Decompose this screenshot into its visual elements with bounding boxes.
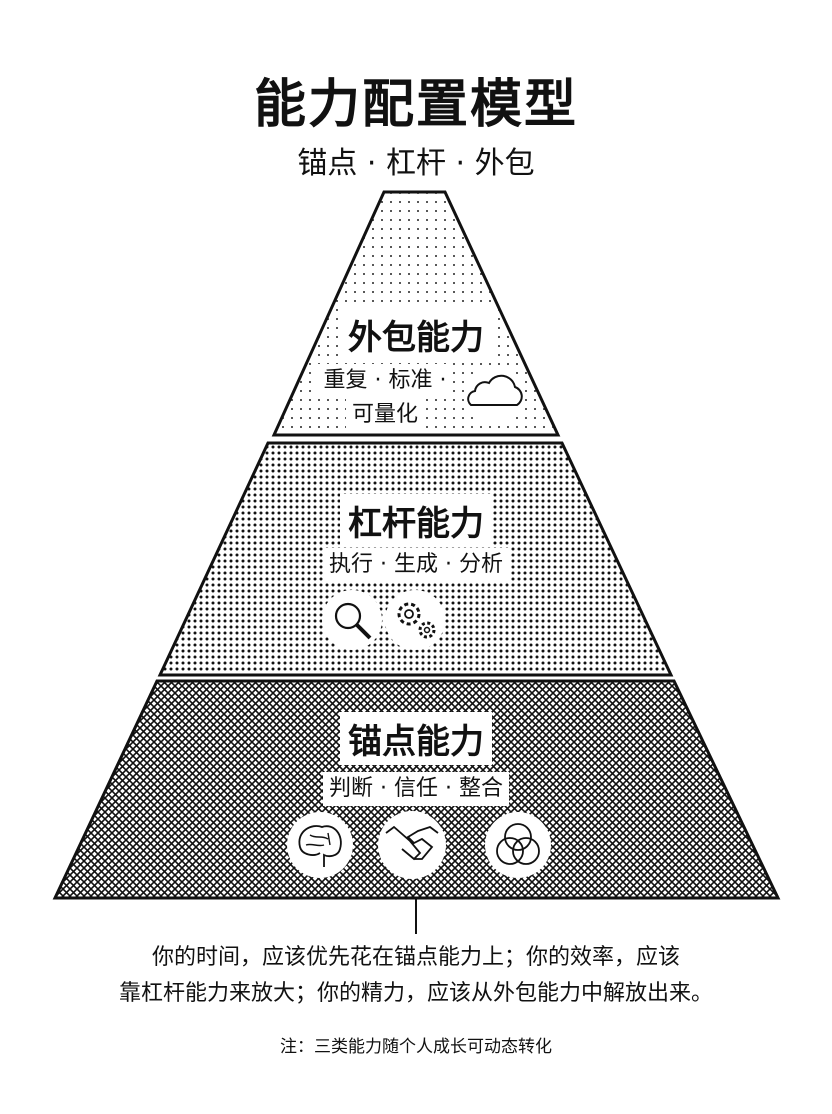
tier-leverage-title: 杠杆能力	[340, 494, 492, 547]
tier-anchor-title: 锚点能力	[340, 712, 492, 765]
footer-line-1: 你的时间，应该优先花在锚点能力上；你的效率，应该	[151, 945, 680, 970]
tier-outsource-sub-line2: 可量化	[345, 398, 424, 432]
tier-outsource-sub-line1: 重复 · 标准 ·	[317, 364, 453, 398]
tier-anchor-sub: 判断 · 信任 · 整合	[323, 772, 509, 806]
brain-icon	[287, 812, 353, 878]
cloud-icon	[465, 365, 525, 425]
page-title: 能力配置模型	[253, 75, 578, 135]
footer-line-2: 靠杠杆能力来放大；你的精力，应该从外包能力中解放出来。	[118, 981, 713, 1006]
handshake-icon	[378, 811, 446, 879]
magnifier-icon	[322, 590, 382, 650]
footer-note: 注：三类能力随个人成长可动态转化	[280, 1037, 552, 1057]
gears-icon	[385, 590, 445, 650]
tier-leverage-sub: 执行 · 生成 · 分析	[323, 548, 509, 582]
tier-outsource-title: 外包能力	[340, 308, 492, 361]
page-subtitle: 锚点 · 杠杆 · 外包	[297, 146, 535, 181]
venn-icon	[485, 812, 551, 878]
